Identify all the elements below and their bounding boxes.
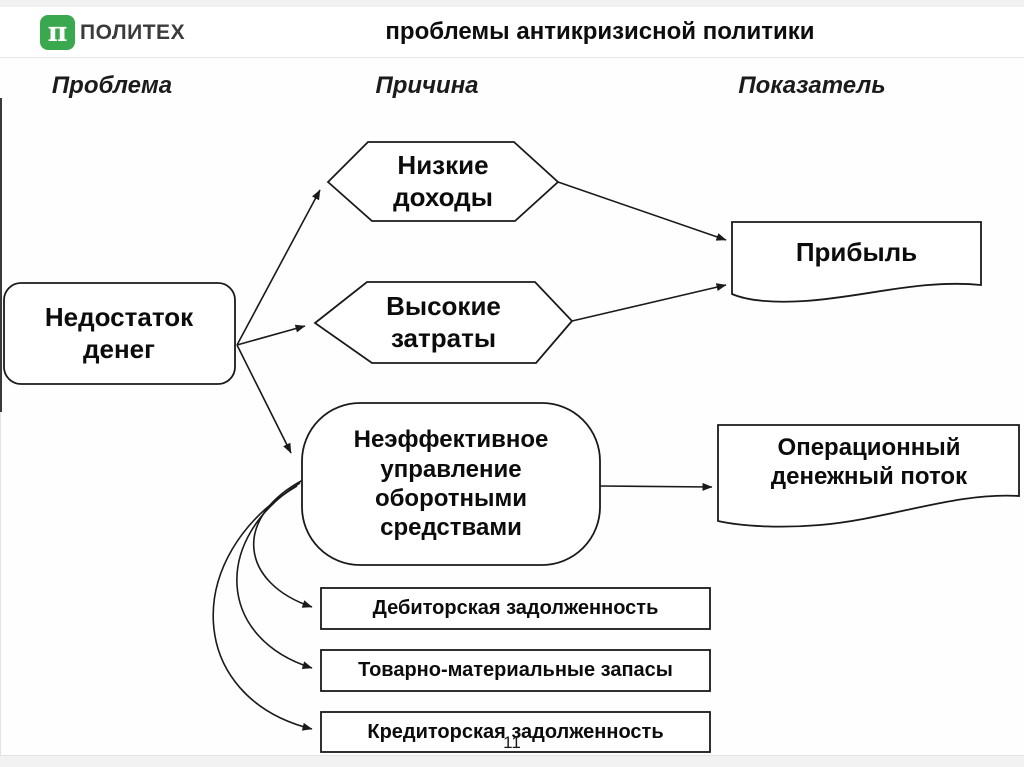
page-number: 11 [503, 733, 521, 752]
node-label-high-costs: Высокие затраты [386, 291, 501, 353]
arrow-low-income-to-profit [557, 181, 727, 241]
arrow-lack-to-low-income [236, 189, 321, 346]
node-label-receivables: Дебиторская задолженность [372, 597, 659, 620]
shape-document-operating-cash-flow [717, 424, 1020, 528]
politech-logo: π ПОЛИТЕХ [40, 15, 185, 50]
node-label-lack-of-money: Недостаток денег [44, 302, 194, 364]
column-header-problem: Проблема [51, 72, 173, 99]
shape-ineffective-management [301, 402, 601, 566]
arrow-curve-to-inventory [236, 482, 313, 669]
arrow-lack-to-ineffective [236, 344, 292, 454]
shape-lack-of-money [3, 282, 236, 385]
node-label-payables: Кредиторская задолженность [367, 720, 664, 743]
connector-arrows [212, 181, 727, 731]
slide-title: проблемы антикризисной политики [385, 18, 815, 45]
shape-rect-inventory [320, 649, 711, 692]
shape-rect-receivables [320, 587, 711, 630]
bottom-strip [0, 755, 1024, 767]
shape-rect-payables [320, 711, 711, 753]
arrow-lack-to-high-costs [236, 324, 306, 346]
node-label-operating-cash-flow: Операционный денежный поток [770, 433, 968, 490]
arrow-curve-to-receivables [252, 479, 313, 608]
node-label-ineffective-management: Неэффективное управление оборотными сред… [353, 426, 549, 542]
shape-hexagon-low-income [326, 141, 560, 222]
pi-logo-icon: π [40, 15, 75, 50]
diagram-left-border [0, 98, 2, 412]
node-label-inventory: Товарно-материальные запасы [358, 659, 673, 682]
header-band [0, 7, 1024, 58]
column-header-indicator: Показатель [738, 72, 886, 99]
arrow-ineffective-to-ocf [599, 482, 713, 491]
logo-text: ПОЛИТЕХ [80, 20, 186, 44]
arrow-high-costs-to-profit [571, 283, 727, 322]
shape-document-profit [731, 221, 982, 303]
node-label-profit: Прибыль [795, 237, 918, 268]
node-label-low-income: Низкие доходы [393, 150, 493, 212]
column-header-cause: Причина [375, 72, 479, 99]
top-strip [0, 0, 1024, 7]
shape-hexagon-high-costs [313, 281, 574, 364]
arrow-curve-to-payables [212, 485, 313, 731]
diagram-left-border-faint [0, 412, 1, 755]
